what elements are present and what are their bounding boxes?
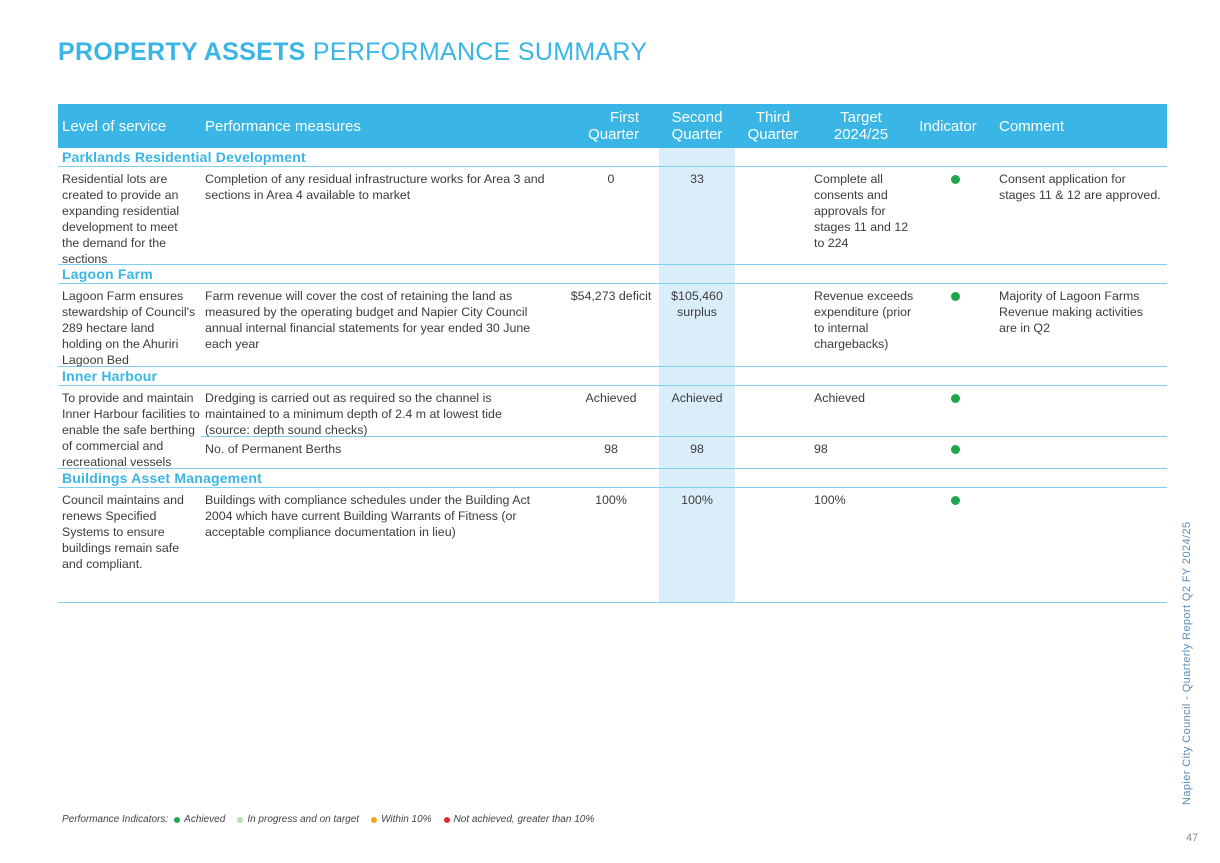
section-lagoon-farm: Lagoon Farm [58, 265, 1167, 284]
legend-within-10: Within 10% [381, 814, 432, 825]
second-quarter-highlight [659, 148, 735, 603]
page-title: PROPERTY ASSETS PERFORMANCE SUMMARY [58, 38, 647, 67]
header-comment: Comment [999, 117, 1065, 135]
legend-in-progress: In progress and on target [247, 814, 360, 825]
first-quarter-value: 100% [595, 493, 627, 507]
section-inner-harbour: Inner Harbour [58, 367, 1167, 386]
legend-not-achieved-dot [443, 816, 450, 823]
level-of-service: Council maintains and renews Specified S… [62, 493, 184, 571]
second-quarter-value: 100% [681, 493, 713, 507]
table-header: Level of service Performance measures Fi… [58, 104, 1167, 148]
indicator-achieved-dot [951, 445, 960, 454]
legend-achieved-dot [174, 816, 181, 823]
target-value: Achieved [814, 391, 865, 405]
section-title: Parklands Residential Development [62, 149, 306, 165]
report-side-label: Napier City Council - Quarterly Report Q… [1181, 521, 1193, 806]
performance-measure: Completion of any residual infrastructur… [205, 172, 545, 202]
performance-measure: Buildings with compliance schedules unde… [205, 493, 531, 539]
header-measures: Performance measures [205, 117, 361, 135]
second-quarter-value: 98 [690, 442, 704, 456]
table-row: No. of Permanent Berths 98 98 98 [58, 437, 1167, 469]
performance-legend: Performance Indicators: Achieved In prog… [62, 814, 594, 825]
indicator-achieved-dot [951, 496, 960, 505]
comment: Consent application for stages 11 & 12 a… [999, 172, 1161, 202]
table-row: Lagoon Farm ensures stewardship of Counc… [58, 284, 1167, 367]
first-quarter-value: 0 [607, 172, 615, 186]
target-value: Complete all consents and approvals for … [814, 172, 909, 250]
section-parklands: Parklands Residential Development [58, 148, 1167, 167]
legend-achieved: Achieved [184, 814, 226, 825]
comment: Majority of Lagoon Farms Revenue making … [999, 289, 1143, 335]
second-quarter-value: 33 [690, 172, 704, 186]
section-title: Lagoon Farm [62, 266, 153, 282]
legend-within-10-dot [371, 816, 378, 823]
indicator-achieved-dot [951, 175, 960, 184]
target-value: 98 [814, 442, 828, 456]
target-value: 100% [814, 493, 846, 507]
target-value: Revenue exceeds expenditure (prior to in… [814, 289, 914, 351]
section-title: Inner Harbour [62, 368, 158, 384]
performance-measure: Dredging is carried out as required so t… [205, 391, 502, 437]
level-of-service: Lagoon Farm ensures stewardship of Counc… [62, 289, 196, 367]
performance-measure: No. of Permanent Berths [205, 442, 342, 456]
indicator-achieved-dot [951, 292, 960, 301]
table-row: Dredging is carried out as required so t… [201, 386, 1167, 437]
legend-not-achieved: Not achieved, greater than 10% [453, 814, 595, 825]
table-row: Residential lots are created to provide … [58, 167, 1167, 266]
page-title-bold: PROPERTY ASSETS [58, 38, 306, 66]
legend-in-progress-dot [237, 816, 244, 823]
page-number: 47 [1186, 832, 1199, 844]
first-quarter-value: Achieved [585, 391, 637, 405]
section-title: Buildings Asset Management [62, 470, 262, 486]
first-quarter-value: $54,273 deficit [570, 289, 652, 303]
table-row: Council maintains and renews Specified S… [58, 488, 1167, 603]
level-of-service: Residential lots are created to provide … [62, 172, 180, 266]
header-level: Level of service [62, 117, 167, 135]
header-indicator: Indicator [919, 117, 977, 135]
first-quarter-value: 98 [604, 442, 618, 456]
second-quarter-value: $105,460 surplus [671, 289, 723, 319]
performance-measure: Farm revenue will cover the cost of reta… [205, 289, 531, 351]
indicator-achieved-dot [951, 394, 960, 403]
legend-label: Performance Indicators: [62, 814, 169, 825]
level-of-service: To provide and maintain Inner Harbour fa… [62, 391, 200, 469]
page-title-light: PERFORMANCE SUMMARY [312, 38, 648, 66]
second-quarter-value: Achieved [671, 391, 723, 405]
section-buildings-asset-management: Buildings Asset Management [58, 469, 1167, 488]
